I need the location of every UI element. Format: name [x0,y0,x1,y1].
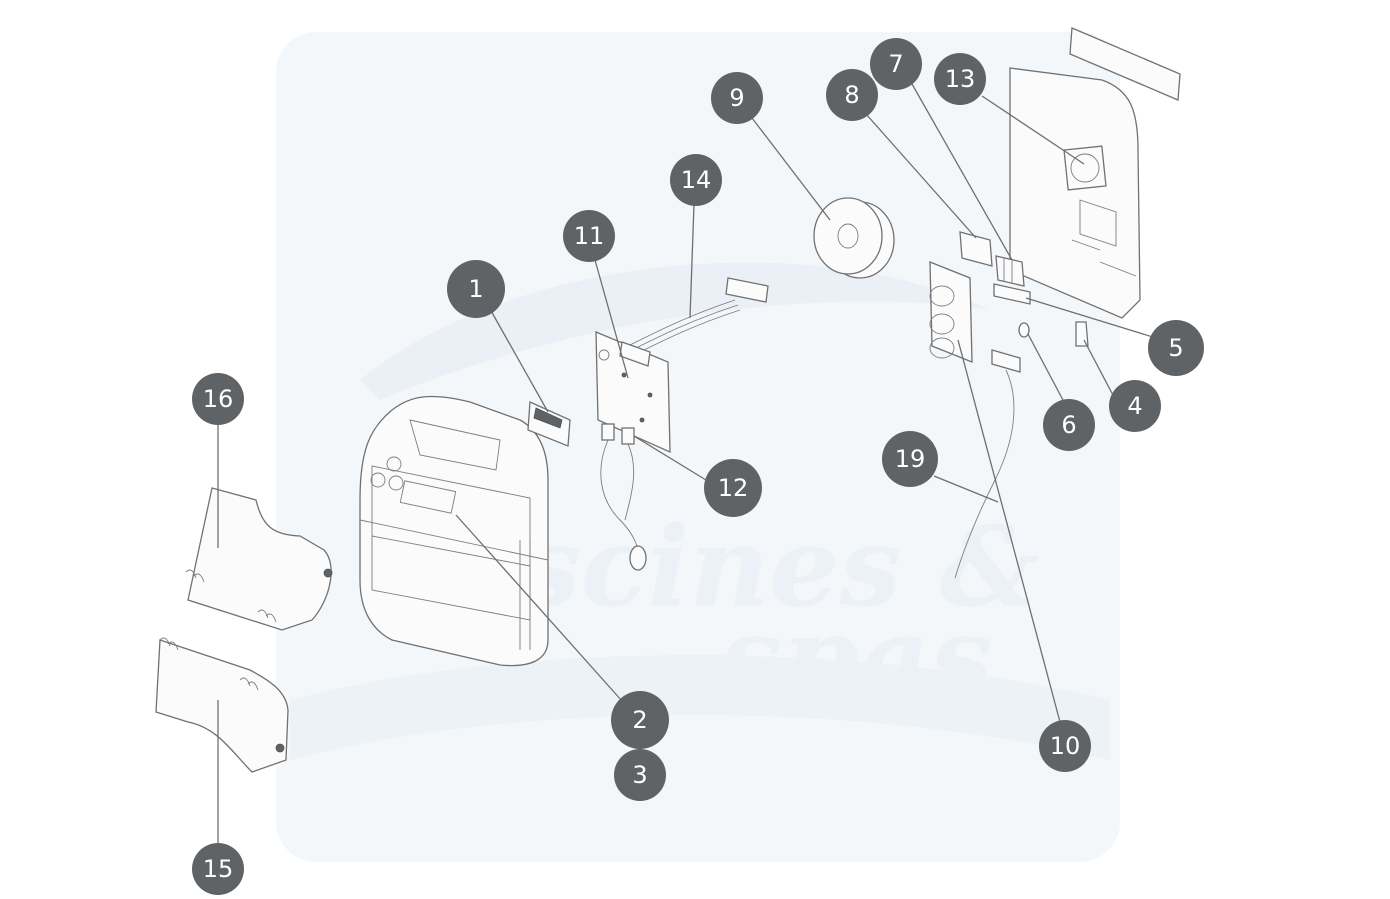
svg-text:16: 16 [203,385,234,413]
callout-16: 16 [192,373,244,425]
svg-text:12: 12 [718,474,749,502]
part-connectors [600,423,647,571]
callout-2: 2 [611,691,669,749]
callout-15: 15 [192,843,244,895]
svg-text:8: 8 [844,81,859,109]
callout-19: 19 [882,431,938,487]
svg-text:13: 13 [945,65,976,93]
callout-11: 11 [563,210,615,262]
callouts: 1 2 3 4 5 6 7 8 9 10 11 12 13 14 15 16 1… [192,38,1204,895]
svg-text:7: 7 [888,50,903,78]
callout-6: 6 [1043,399,1095,451]
svg-text:14: 14 [681,166,712,194]
callout-3: 3 [614,749,666,801]
callout-10: 10 [1039,720,1091,772]
svg-text:9: 9 [729,84,744,112]
callout-14: 14 [670,154,722,206]
svg-text:4: 4 [1127,392,1142,420]
svg-text:3: 3 [632,761,647,789]
svg-text:15: 15 [203,855,234,883]
part-ribbon-cable [619,277,769,367]
svg-text:19: 19 [895,445,926,473]
part-relay [959,231,993,267]
part-fuse-block [993,283,1031,305]
part-upper-side-cover [185,487,333,631]
svg-text:1: 1 [468,275,483,303]
part-clip [1018,322,1030,338]
leader-lines [217,83,1157,844]
part-toroid [813,197,895,279]
callout-5: 5 [1148,320,1204,376]
watermark-line2: spas [719,592,992,721]
svg-text:2: 2 [632,706,647,734]
part-display-module [527,401,571,447]
callout-9: 9 [711,72,763,124]
part-fuse-holder [1075,321,1089,347]
part-back-panel [1009,27,1181,319]
svg-text:6: 6 [1061,411,1076,439]
part-rectifier [929,261,973,363]
part-lower-side-cover [155,637,289,773]
svg-text:10: 10 [1050,732,1081,760]
callout-12: 12 [704,459,762,517]
callout-4: 4 [1109,380,1161,432]
callout-8: 8 [826,69,878,121]
callout-1: 1 [447,260,505,318]
callout-7: 7 [870,38,922,90]
part-main-housing [359,395,549,667]
watermark-swoosh [360,262,990,400]
part-terminal-block [995,255,1025,287]
svg-text:5: 5 [1168,334,1183,362]
callout-13: 13 [934,53,986,105]
watermark-wave [290,655,1110,760]
svg-text:11: 11 [574,222,605,250]
